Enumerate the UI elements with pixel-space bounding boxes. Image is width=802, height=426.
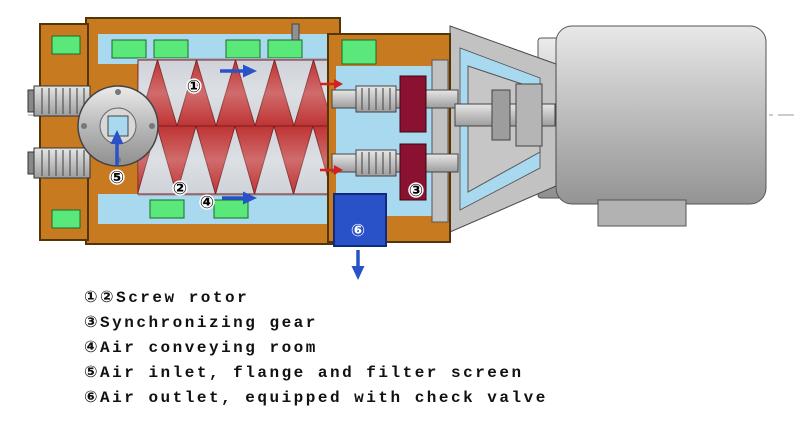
- machine-cutaway-svg: ① ② ③ ④ ⑤ ⑥: [27, 17, 796, 280]
- flange-bolt: [81, 123, 87, 129]
- bearing-ribs: [361, 88, 391, 110]
- red-arrow-head: [334, 165, 343, 175]
- coupling-hub: [491, 89, 511, 141]
- air-flow-arrows: [110, 64, 365, 280]
- legend-line-air-outlet: ⑥Air outlet, equipped with check valve: [84, 389, 548, 407]
- callout-2: ②: [173, 179, 187, 199]
- bearing-ribs: [41, 150, 85, 176]
- end-plate-seals: [51, 35, 81, 229]
- inlet-end-assembly: [27, 23, 159, 241]
- bearing-plate: [431, 59, 449, 223]
- synchronizing-gear-bottom: [399, 143, 427, 201]
- bearing-ribs: [41, 88, 85, 114]
- synchronizing-gears: [399, 75, 427, 201]
- seal-block: [225, 39, 261, 59]
- legend-line-synchronizing-gear: ③Synchronizing gear: [84, 314, 318, 332]
- seal-block: [213, 199, 249, 219]
- callout-4: ④: [200, 193, 214, 213]
- screw-rotor-bottom-highlight: [138, 126, 334, 194]
- legend-line-air-conveying-room: ④Air conveying room: [84, 339, 318, 357]
- callout-5: ⑤: [110, 168, 124, 188]
- legend-line-air-inlet: ⑤Air inlet, flange and filter screen: [84, 364, 524, 382]
- callout-6: ⑥: [351, 221, 365, 241]
- legend-line-screw-rotor: ①②Screw rotor: [84, 289, 250, 307]
- red-arrow-head: [334, 79, 343, 89]
- seal-block: [111, 39, 147, 59]
- callout-1: ①: [187, 77, 201, 97]
- flange-bolt: [149, 123, 155, 129]
- outlet-block: [333, 193, 387, 247]
- legend: ①②Screw rotor ③Synchronizing gear ④Air c…: [84, 286, 548, 411]
- air-arrow-head: [243, 191, 257, 205]
- motor-foot: [597, 199, 687, 227]
- bearing-stack: [33, 147, 91, 179]
- air-arrow-head: [243, 64, 257, 78]
- seal-block: [153, 39, 189, 59]
- callouts: ① ② ③ ④ ⑤ ⑥: [108, 76, 424, 242]
- outlet-arrow-head: [351, 266, 365, 280]
- drive-motor: [537, 25, 767, 227]
- air-inlet-flange: [77, 85, 159, 167]
- seal-block: [341, 39, 377, 65]
- synchronizing-gear-top: [399, 75, 427, 133]
- motor-body: [555, 25, 767, 205]
- air-outlet-port: [333, 193, 387, 247]
- coupling-flange: [515, 83, 543, 147]
- inlet-arrow-head: [110, 130, 124, 144]
- flange-bolt: [115, 89, 121, 95]
- callout-3: ③: [409, 181, 423, 201]
- oil-flow-arrows: [320, 79, 343, 175]
- seal-block: [51, 35, 81, 55]
- seal-block: [149, 199, 185, 219]
- seal-block: [51, 209, 81, 229]
- left-bearing-stack-bottom: [27, 147, 91, 179]
- casing-seal-blocks: [111, 39, 303, 219]
- shaft-coupling: [454, 83, 556, 147]
- seal-block: [267, 39, 303, 59]
- casing-screw-plug: [291, 23, 300, 41]
- shaft-bearings: [355, 85, 397, 177]
- bearing-ribs: [361, 152, 391, 174]
